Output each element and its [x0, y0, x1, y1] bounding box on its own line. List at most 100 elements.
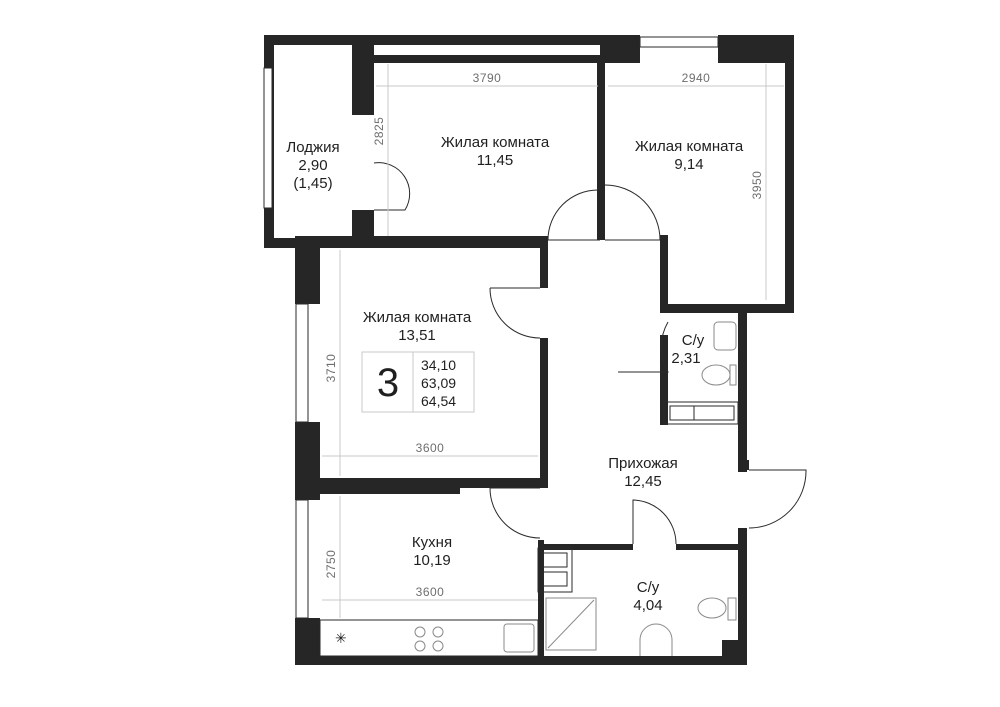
wall-top-mid: [600, 35, 640, 63]
gas-icon: ✳: [335, 630, 347, 646]
doors: [373, 162, 807, 545]
room-area: 12,45: [624, 473, 662, 490]
wall-right-lower: [738, 528, 747, 665]
burner-4: [432, 640, 444, 652]
bathtub-inner: [669, 405, 695, 421]
wall-kitchen-bath: [538, 540, 544, 665]
room-name: Жилая комната: [441, 134, 550, 151]
door-kitchen: [489, 487, 541, 539]
walls: [264, 35, 794, 665]
wall-top-left: [264, 35, 640, 45]
ventilation-inner-1: [542, 552, 568, 568]
toilet-tank-large: [727, 597, 737, 621]
room-name: С/у: [682, 332, 705, 349]
room-loggia: Лоджия 2,90 (1,45): [286, 139, 339, 192]
dim-kitchen-depth: 2750: [324, 550, 338, 579]
wall-bottom: [295, 656, 747, 665]
dim-kitchen-width: 3600: [416, 585, 445, 599]
summary-frame: [361, 351, 475, 413]
wall-bath-right: [738, 304, 747, 472]
room-bath-small: С/у 2,31: [671, 332, 704, 367]
window-top-right: [639, 36, 719, 48]
burner-3: [414, 640, 426, 652]
dim-living-width: 3600: [416, 441, 445, 455]
burner-1: [414, 626, 426, 638]
total-area: 63,09: [421, 375, 456, 391]
toilet-tank-small: [729, 364, 737, 386]
door-bath-small: [618, 321, 669, 373]
fixtures: ✳: [319, 321, 739, 657]
room-name: Жилая комната: [635, 138, 744, 155]
room-bath-large: С/у 4,04: [633, 579, 662, 614]
room-area: 2,31: [671, 350, 700, 367]
room-name: Жилая комната: [363, 309, 472, 326]
wall-living-bottom: [295, 478, 548, 488]
dim-living-depth: 3710: [324, 354, 338, 383]
door-bedroom-left: [547, 189, 600, 241]
room-name: Лоджия: [286, 139, 339, 156]
wall-living-right-low: [540, 338, 548, 488]
wall-bedroom-partition: [597, 55, 605, 240]
wall-bedroom-right-bottom: [660, 304, 794, 313]
room-name: С/у: [637, 579, 660, 596]
wall-right-jamb: [740, 460, 749, 470]
room-area: 11,45: [477, 152, 513, 169]
kitchen-counter: [319, 619, 539, 657]
toilet-large: [697, 597, 727, 619]
dim-top-left-width: 3790: [473, 71, 502, 85]
ventilation-box: [537, 547, 573, 593]
room-hallway: Прихожая 12,45: [608, 455, 678, 490]
room-bedroom-top-right: Жилая комната 9,14: [635, 138, 744, 173]
burner-2: [432, 626, 444, 638]
wall-bath-top-left: [538, 544, 633, 550]
wall-bedroom-top-bottom: [295, 236, 545, 248]
summary-box: 3 34,10 63,09 64,54: [361, 351, 475, 413]
bathtub-inner-2: [693, 405, 735, 421]
room-area: 10,19: [413, 552, 451, 569]
toilet-small: [701, 364, 731, 386]
dim-top-right-width: 2940: [682, 71, 711, 85]
dim-top-right-depth: 3950: [750, 171, 764, 200]
wall-top-right: [718, 35, 794, 63]
wall-bath-left: [660, 335, 668, 425]
room-area: 4,04: [633, 597, 662, 614]
room-area-reduced: (1,45): [293, 175, 332, 192]
wall-living-right-top: [540, 236, 548, 288]
rooms-count: 3: [377, 361, 399, 405]
ventilation-inner-2: [542, 571, 568, 587]
dimension-lines: [322, 64, 784, 618]
kitchen-sink: [503, 623, 535, 653]
room-name: Прихожая: [608, 455, 678, 472]
bathtub: [663, 401, 739, 425]
wall-bedroom-top: [352, 55, 602, 63]
wall-right-upper: [785, 35, 794, 313]
door-loggia: [373, 162, 411, 211]
total-area-loggia: 64,54: [421, 393, 456, 409]
wall-column-loggia-low: [352, 210, 374, 238]
room-area: 13,51: [398, 327, 436, 344]
window-kitchen: [295, 499, 309, 619]
sink-small: [713, 321, 737, 351]
dim-top-left-depth: 2825: [372, 117, 386, 146]
wall-bedroom-right-left: [660, 235, 668, 313]
shower-line: [547, 599, 595, 649]
wall-bath-top-right: [676, 544, 746, 550]
room-area: 2,90: [298, 157, 327, 174]
room-kitchen: Кухня 10,19: [412, 534, 452, 569]
windows: [263, 36, 719, 619]
room-area: 9,14: [674, 156, 703, 173]
window-loggia: [263, 67, 273, 209]
door-entrance: [748, 469, 807, 529]
living-area: 34,10: [421, 357, 456, 373]
sink-large: [639, 623, 673, 656]
door-living: [489, 287, 541, 339]
room-bedroom-top-left: Жилая комната 11,45: [441, 134, 550, 169]
door-bath-large: [632, 499, 677, 545]
room-name: Кухня: [412, 534, 452, 551]
wall-living-bottom-thick: [310, 488, 460, 494]
shaft: [722, 640, 738, 656]
wall-living-left-top: [295, 236, 320, 304]
room-living: Жилая комната 13,51: [363, 309, 472, 344]
window-living: [295, 303, 309, 423]
